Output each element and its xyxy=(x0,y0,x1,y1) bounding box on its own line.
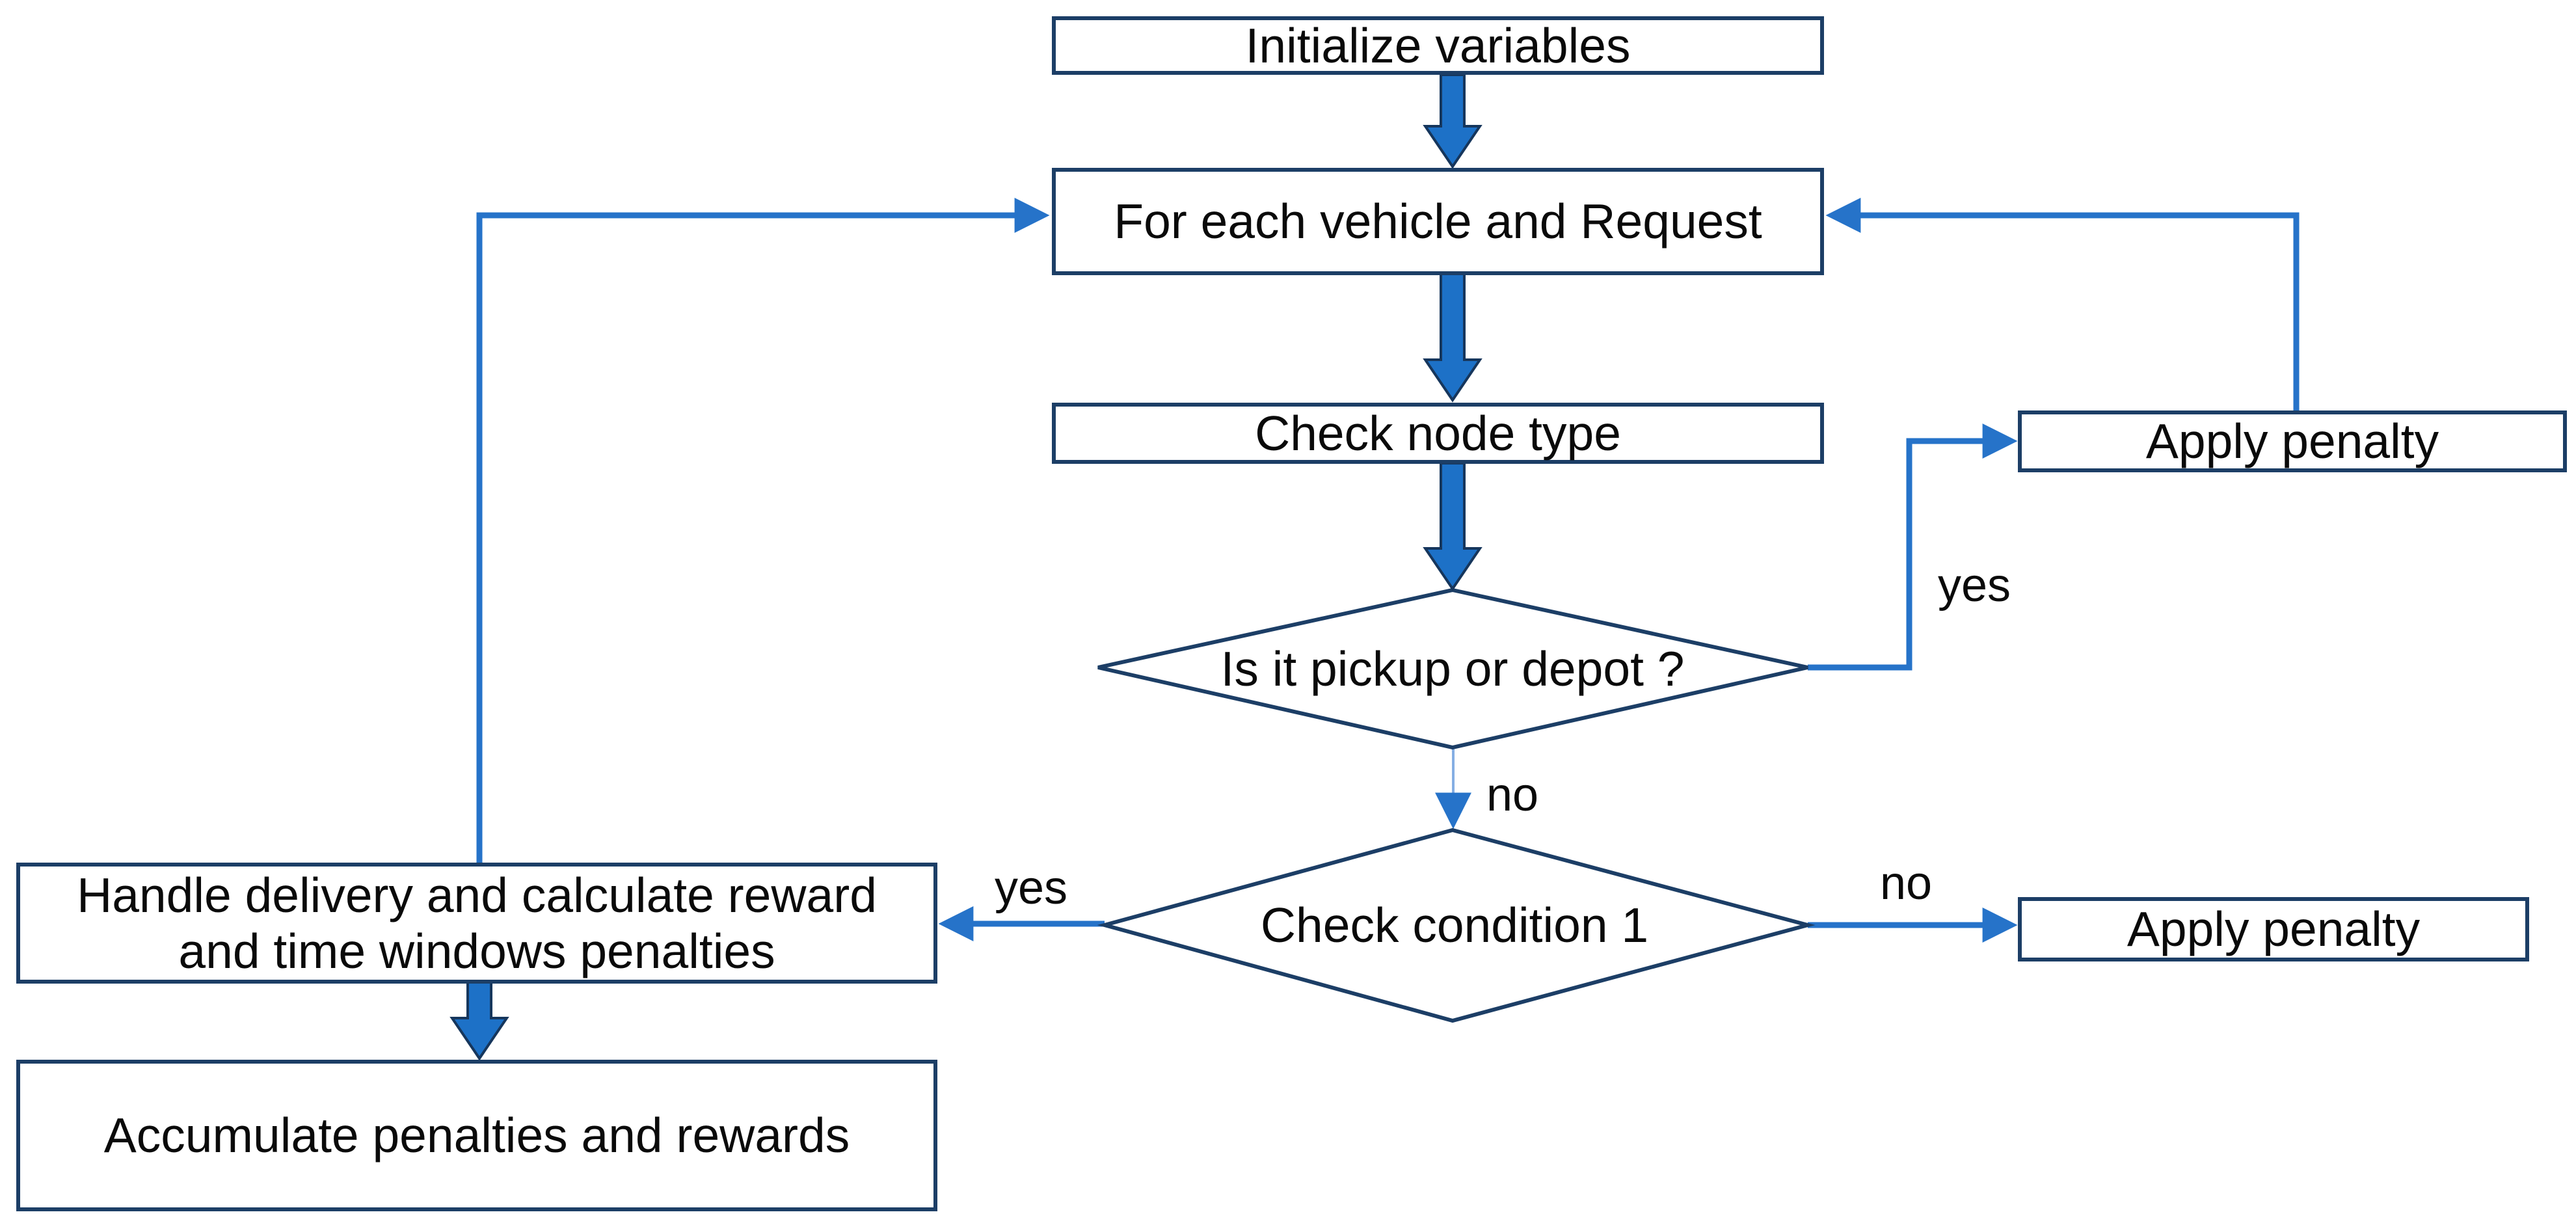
edge-label-condition-no: no xyxy=(1879,857,1933,909)
diamond-check-condition-shape xyxy=(1097,827,1816,1023)
node-apply-penalty-top: Apply penalty xyxy=(2018,410,2567,472)
node-check-node-type: Check node type xyxy=(1052,403,1824,464)
edge-label-condition-yes: yes xyxy=(994,862,1068,914)
node-is-pickup-or-depot-label: Is it pickup or depot ? xyxy=(1220,641,1685,696)
edge-label-pickup-no: no xyxy=(1486,769,1539,821)
node-handle-delivery-line1: Handle delivery and calculate reward xyxy=(77,867,877,922)
node-for-each-vehicle-and-request-label: For each vehicle and Request xyxy=(1114,194,1762,249)
diamond-pickup-or-depot-shape xyxy=(1097,587,1808,750)
node-handle-delivery: Handle delivery and calculate reward and… xyxy=(16,863,937,984)
thick-arrow-checknode-to-diamond xyxy=(1423,462,1483,591)
node-accumulate-penalties: Accumulate penalties and rewards xyxy=(16,1060,937,1211)
node-apply-penalty-right: Apply penalty xyxy=(2018,897,2529,961)
node-check-node-type-label: Check node type xyxy=(1255,405,1621,461)
node-accumulate-penalties-label: Accumulate penalties and rewards xyxy=(103,1108,850,1163)
node-initialize-variables-label: Initialize variables xyxy=(1245,18,1631,73)
thick-arrow-handle-to-accumulate xyxy=(449,981,509,1061)
node-for-each-vehicle-and-request: For each vehicle and Request xyxy=(1052,168,1824,275)
edge-pickup-yes xyxy=(1808,423,2018,671)
edge-label-pickup-yes: yes xyxy=(1937,559,2011,612)
node-handle-delivery-line2: and time windows penalties xyxy=(178,924,775,978)
edge-applytop-to-foreach xyxy=(1825,198,2300,410)
node-check-condition-1-label: Check condition 1 xyxy=(1260,898,1649,952)
node-apply-penalty-top-label: Apply penalty xyxy=(2145,414,2439,469)
thick-arrow-init-to-foreach xyxy=(1423,74,1483,169)
edge-handle-to-foreach xyxy=(476,198,1050,863)
thick-arrow-foreach-to-checknode xyxy=(1423,273,1483,403)
node-apply-penalty-right-label: Apply penalty xyxy=(2127,902,2421,957)
node-handle-delivery-label: Handle delivery and calculate reward and… xyxy=(77,867,877,980)
node-initialize-variables: Initialize variables xyxy=(1052,16,1824,75)
